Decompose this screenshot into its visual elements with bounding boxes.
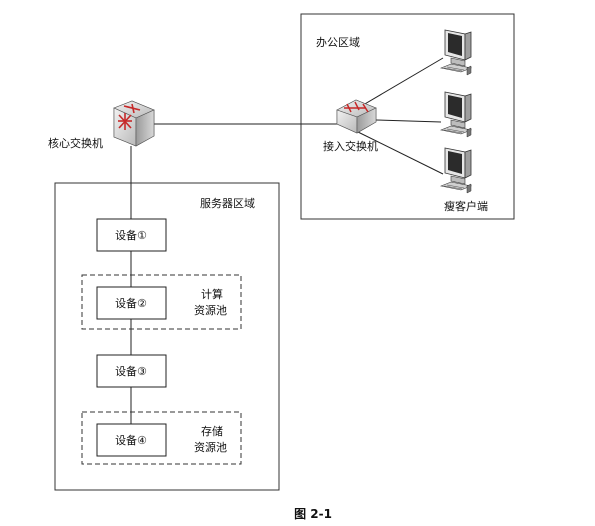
computer-icon-3 — [439, 147, 473, 194]
device-1-box — [96, 218, 167, 252]
storage-pool-label-line1: 存储 — [201, 424, 223, 438]
compute-pool-label-line2: 资源池 — [194, 303, 227, 317]
access-switch-icon — [336, 99, 377, 134]
core-switch-label: 核心交换机 — [48, 136, 103, 150]
thin-client-label: 瘦客户端 — [444, 199, 488, 213]
storage-pool — [81, 411, 242, 465]
figure-caption: 图 2-1 — [294, 507, 332, 521]
office-zone — [300, 13, 515, 220]
device-1-label: 设备① — [115, 228, 147, 242]
device-3-label: 设备③ — [115, 364, 147, 378]
access-switch-label: 接入交换机 — [323, 139, 378, 153]
office-zone-label: 办公区域 — [316, 36, 360, 49]
compute-pool — [81, 274, 242, 330]
computer-icon-2 — [439, 91, 473, 138]
core-switch-icon — [113, 100, 155, 147]
device-2-label: 设备② — [115, 296, 147, 310]
device-3-box — [96, 354, 167, 388]
connection-lines — [130, 57, 444, 424]
computer-icon-1 — [439, 29, 473, 76]
compute-pool-label-line1: 计算 — [201, 287, 223, 301]
storage-pool-label-line2: 资源池 — [194, 440, 227, 454]
server-zone — [54, 182, 280, 491]
device-4-label: 设备④ — [115, 433, 147, 447]
server-zone-label: 服务器区域 — [200, 197, 255, 210]
device-2-box — [96, 286, 167, 320]
device-4-box — [96, 423, 167, 457]
